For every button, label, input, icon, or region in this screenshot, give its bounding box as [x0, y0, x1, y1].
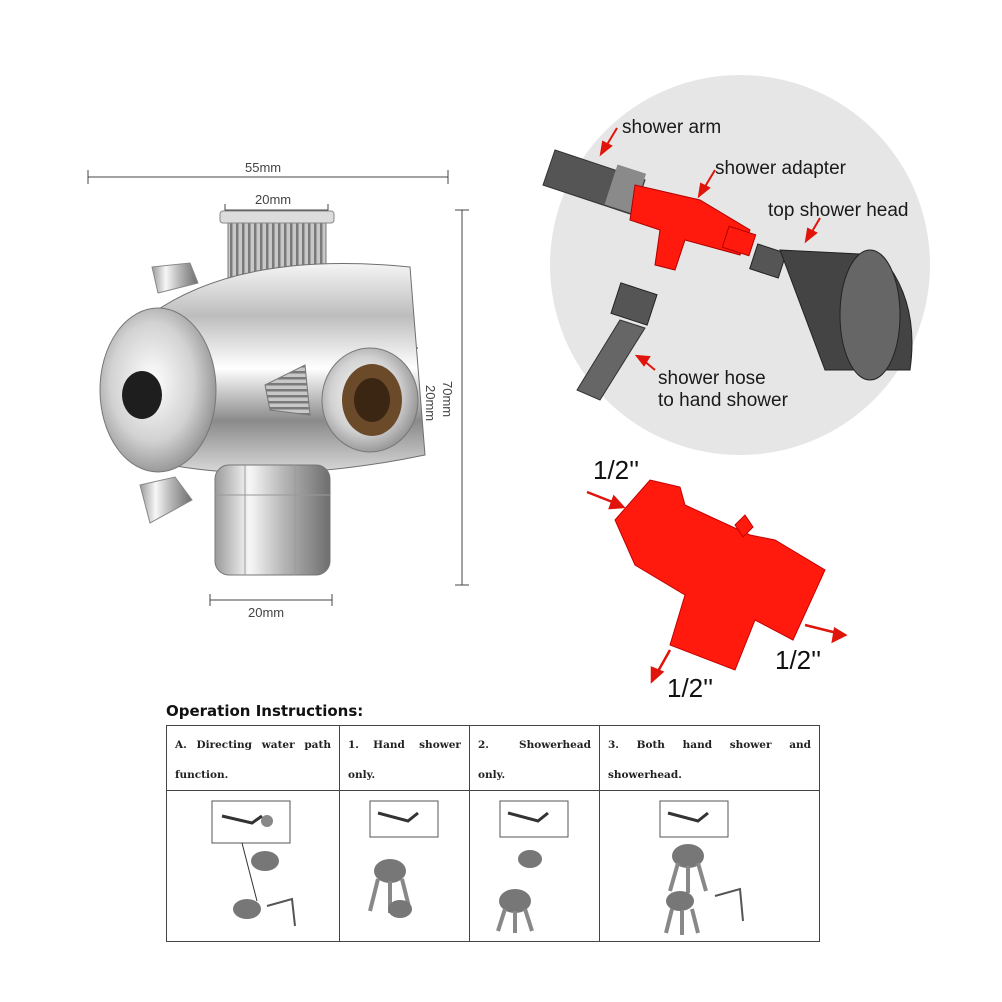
instruction-image-3 — [600, 791, 819, 941]
diagram-both-sketch — [659, 800, 744, 935]
instruction-image-2 — [470, 791, 599, 941]
installation-diagram: shower arm shower adapter top shower hea… — [525, 70, 965, 460]
instruction-text-a: A. Directing water path function. — [175, 739, 331, 781]
thread-size-outlet-side: 1/2'' — [775, 645, 822, 675]
label-hose-line2: to hand shower — [658, 390, 788, 411]
dimension-height-label: 70mm — [440, 381, 455, 418]
diagram-water-path-sketch — [211, 800, 296, 927]
instruction-text-3: 3. Both hand shower and showerhead. — [607, 739, 811, 781]
instruction-image-1 — [340, 791, 469, 941]
dimension-width-label: 55mm — [245, 160, 282, 175]
instruction-text-2: 2. Showerhead only. — [477, 739, 591, 781]
instructions-title: Operation Instructions: — [166, 702, 364, 720]
instructions-image-row — [166, 790, 821, 942]
red-shower-adapter-small — [629, 184, 757, 271]
instruction-image-a — [167, 791, 339, 941]
instruction-text-1: 1. Hand shower only. — [347, 739, 461, 781]
label-shower-adapter: shower adapter — [715, 158, 846, 179]
instructions-text-row: A. Directing water path function. 1. Han… — [166, 725, 821, 791]
diagram-hand-shower-sketch — [368, 800, 439, 918]
label-top-shower-head: top shower head — [768, 200, 909, 221]
thread-size-inlet: 1/2'' — [593, 455, 640, 485]
thread-size-outlet-bottom: 1/2'' — [667, 673, 714, 703]
product-dimension-figure: 55mm 20mm 70mm 20mm 20mm — [80, 155, 500, 620]
label-shower-arm: shower arm — [622, 117, 722, 138]
diagram-showerhead-sketch — [496, 800, 569, 933]
thread-size-figure: 1/2'' 1/2'' 1/2'' — [575, 445, 875, 715]
dimension-bottom-label: 20mm — [248, 605, 285, 620]
dimension-side-outlet-label: 20mm — [423, 385, 438, 422]
installation-circle-illustration — [542, 75, 930, 455]
valve-product-illustration — [87, 170, 469, 606]
instructions-table: A. Directing water path function. 1. Han… — [166, 725, 821, 942]
dimension-inlet-label: 20mm — [255, 192, 292, 207]
red-adapter-illustration — [586, 479, 848, 684]
label-hose-line1: shower hose — [658, 368, 766, 389]
